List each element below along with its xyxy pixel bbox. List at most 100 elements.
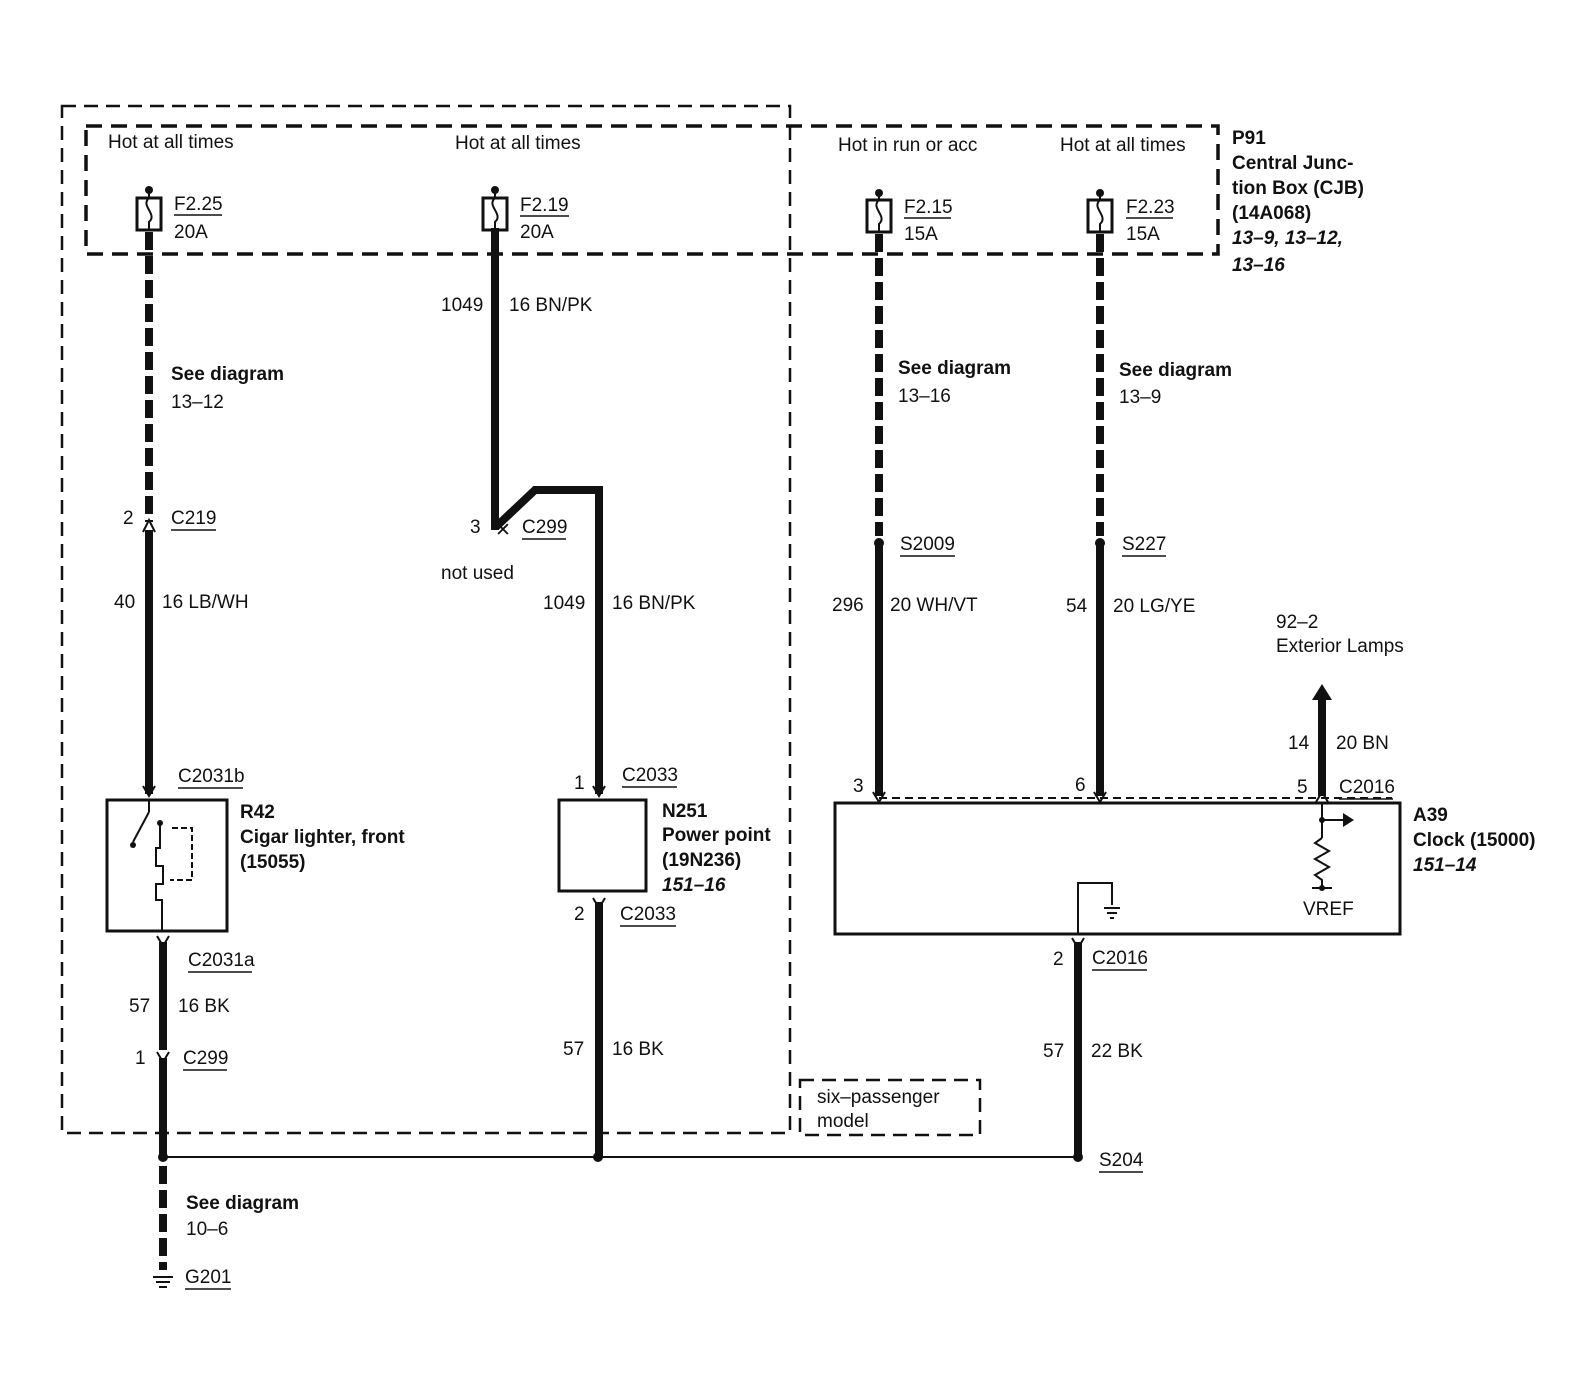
clock-gnd-color: 22 BK [1091, 1041, 1143, 1062]
pp-part: (19N236) [662, 850, 741, 871]
wire-296-circuit: 296 [832, 595, 864, 616]
wire-14-color: 20 BN [1336, 733, 1389, 754]
clock-name: Clock (15000) [1413, 830, 1536, 851]
c219-connector-mark [142, 517, 156, 533]
fuse-f2-15: F2.15 15A [865, 189, 953, 245]
up-arrow-icon [1312, 684, 1332, 700]
splice-dot-s2009 [874, 538, 884, 548]
s2009-id: S2009 [900, 534, 955, 555]
six-passenger-box [798, 1078, 982, 1137]
c2033-bot-pin: 2 [574, 904, 585, 925]
exterior-ref: 92–2 [1276, 612, 1318, 633]
s227-id: S227 [1122, 534, 1166, 555]
c2016-gnd-id: C2016 [1092, 948, 1148, 969]
c2033-top-id: C2033 [622, 765, 678, 786]
c299-bot-pin: 1 [135, 1048, 146, 1069]
c2016-pin5: 5 [1297, 777, 1308, 798]
cjb-name-2: tion Box (CJB) [1232, 178, 1364, 199]
six-passenger-line2: model [817, 1111, 869, 1132]
power-point-box [557, 798, 648, 893]
c2033-bot-id: C2033 [620, 904, 676, 925]
six-passenger-region [60, 104, 792, 1135]
wire-54-color: 20 LG/YE [1113, 596, 1195, 617]
c2033-top-pin: 1 [574, 773, 585, 794]
c299-top-pin: 3 [470, 517, 481, 538]
fuse-f2-19: F2.19 20A [481, 186, 569, 243]
wire-1049-jumper [493, 486, 603, 794]
lighter-id: R42 [240, 802, 275, 823]
lighter-gnd-circuit: 57 [129, 996, 150, 1017]
fuse3-id: F2.15 [904, 197, 953, 218]
splice-dot-s227 [1095, 538, 1105, 548]
see-diagram-2-line2: 13–16 [898, 386, 951, 407]
clock-gnd-circuit: 57 [1043, 1041, 1064, 1062]
fuse2-id: F2.19 [520, 195, 569, 216]
wire-1049-top-circuit: 1049 [441, 295, 483, 316]
wire-1049-pp-circuit: 1049 [543, 593, 585, 614]
c2031b-id: C2031b [178, 766, 245, 787]
fuse-f2-25: F2.25 20A [135, 186, 223, 243]
cjb-label: P91 Central Junc- tion Box (CJB) (14A068… [1232, 128, 1364, 276]
fuse3-rating: 15A [904, 224, 938, 245]
clock-box [833, 801, 1402, 936]
fuse-f2-23: F2.23 15A [1086, 189, 1175, 245]
exterior-name: Exterior Lamps [1276, 636, 1404, 657]
clock-vref: VREF [1303, 899, 1354, 920]
fuse4-power: Hot at all times [1060, 135, 1186, 156]
cjb-part: (14A068) [1232, 203, 1311, 224]
wire-54-circuit: 54 [1066, 596, 1088, 617]
lighter-part: (15055) [240, 852, 306, 873]
c2016-out-id: C2016 [1339, 777, 1395, 798]
splice-dot-2 [593, 1152, 603, 1162]
cjb-refs-1: 13–9, 13–12, [1232, 228, 1343, 249]
fuse3-power: Hot in run or acc [838, 135, 977, 156]
c219-pin: 2 [123, 508, 134, 529]
c299-not-used: not used [441, 563, 514, 584]
lighter-gnd-color: 16 BK [178, 996, 230, 1017]
fuse1-id: F2.25 [174, 194, 223, 215]
splice-dot-s204 [1073, 1152, 1083, 1162]
ground-id: G201 [185, 1267, 231, 1288]
c219-id: C219 [171, 508, 216, 529]
pp-gnd-color: 16 BK [612, 1039, 664, 1060]
clock-internal-circuit [1312, 803, 1354, 891]
c2031b-connector-mark [142, 785, 156, 798]
wire-296-color: 20 WH/VT [890, 595, 978, 616]
fuse1-power: Hot at all times [108, 132, 234, 153]
cigar-lighter-box [105, 798, 229, 933]
see-diagram-2-line1: See diagram [898, 358, 1011, 379]
pp-ref: 151–16 [662, 875, 726, 896]
pp-id: N251 [662, 801, 708, 822]
clock-id: A39 [1413, 805, 1448, 826]
c2016-pin3: 3 [853, 776, 864, 797]
see-diagram-4-line1: See diagram [186, 1193, 299, 1214]
c2033-top-connector-mark [592, 785, 606, 798]
cjb-id: P91 [1232, 128, 1266, 149]
fuse2-rating: 20A [520, 222, 554, 243]
clock-ref: 151–14 [1413, 855, 1477, 876]
c2031a-id: C2031a [188, 950, 255, 971]
ground-icon [153, 1276, 173, 1288]
clock-ground-icon [1077, 882, 1120, 934]
fuse4-rating: 15A [1126, 224, 1160, 245]
wire-1049-top-color: 16 BN/PK [509, 295, 593, 316]
wire-14-circuit: 14 [1288, 733, 1310, 754]
see-diagram-3-line1: See diagram [1119, 360, 1232, 381]
cjb-refs-2: 13–16 [1232, 255, 1285, 276]
wire-40-circuit: 40 [114, 592, 135, 613]
pp-gnd-circuit: 57 [563, 1039, 584, 1060]
c299-bot-id: C299 [183, 1048, 228, 1069]
c2016-pin6: 6 [1075, 775, 1086, 796]
six-passenger-line1: six–passenger [817, 1087, 940, 1108]
c299-top-id: C299 [522, 517, 567, 538]
fuse2-power: Hot at all times [455, 133, 581, 154]
wire-1049-pp-color: 16 BN/PK [612, 593, 696, 614]
lighter-name: Cigar lighter, front [240, 827, 405, 848]
fuse1-rating: 20A [174, 222, 208, 243]
splice-dot-1 [158, 1152, 168, 1162]
see-diagram-4-line2: 10–6 [186, 1219, 228, 1240]
pp-name: Power point [662, 825, 771, 846]
see-diagram-3-line2: 13–9 [1119, 387, 1161, 408]
s204-id: S204 [1099, 1150, 1144, 1171]
